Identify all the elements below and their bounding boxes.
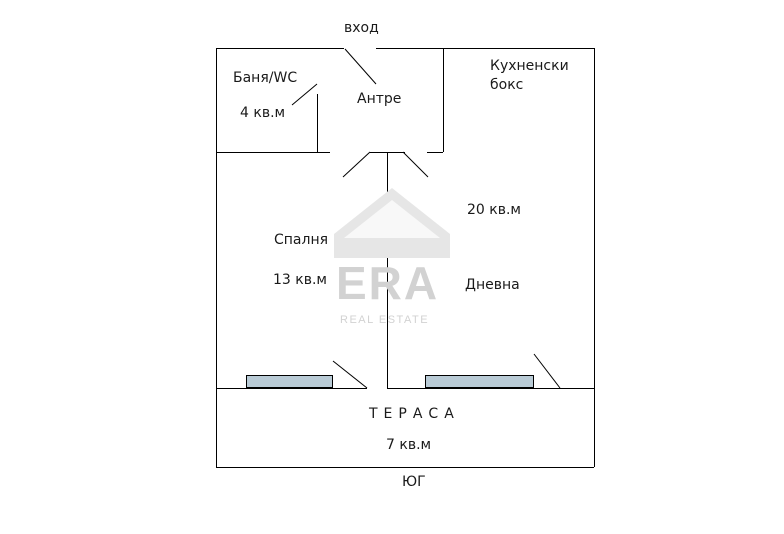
kitchen-name-line2: бокс — [490, 77, 524, 93]
bedroom-area: 13 кв.м — [273, 272, 327, 288]
era-watermark: ERA REAL ESTATE — [332, 186, 452, 334]
bedroom-door — [342, 151, 371, 178]
south-label: ЮГ — [402, 474, 426, 490]
terrace-area: 7 кв.м — [386, 437, 432, 453]
watermark-tagline: REAL ESTATE — [340, 314, 430, 326]
hall-name: Антре — [357, 91, 402, 107]
bedroom-name: Спалня — [274, 232, 329, 248]
bathroom-name: Баня/WC — [233, 70, 298, 86]
living-door — [402, 151, 429, 178]
house-roof-icon — [334, 188, 450, 258]
bathroom-door — [291, 83, 318, 106]
kitchen-name: Кухненски — [490, 58, 569, 74]
living-area: 20 кв.м — [467, 202, 521, 218]
bedroom-terrace-door — [332, 360, 368, 389]
bedroom-window — [246, 375, 333, 388]
terrace-name: ТЕРАСА — [369, 406, 460, 422]
entrance-door — [344, 48, 377, 85]
watermark-brand: ERA — [336, 257, 440, 309]
living-terrace-door — [533, 353, 561, 389]
living-name: Дневна — [465, 277, 520, 293]
entrance-label: вход — [344, 20, 379, 36]
living-window — [425, 375, 534, 388]
bathroom-area: 4 кв.м — [240, 105, 286, 121]
